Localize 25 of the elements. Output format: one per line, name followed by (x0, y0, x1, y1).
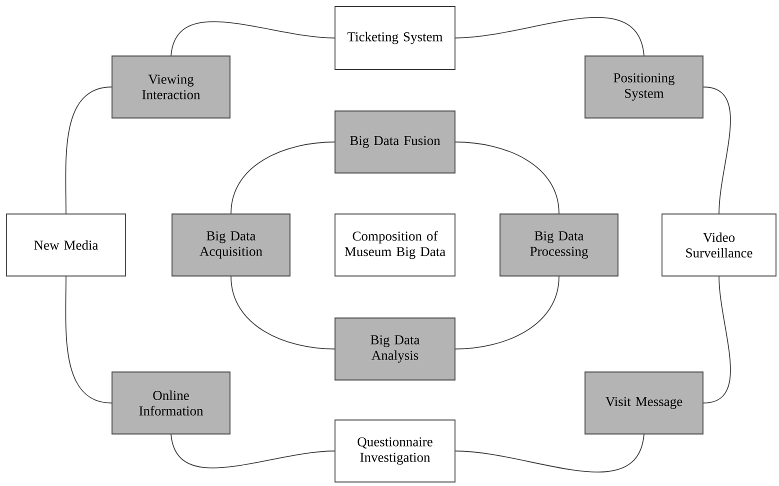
connector-line (455, 17, 644, 56)
connector-line (455, 276, 560, 350)
system-box: Video Surveillance (662, 214, 776, 276)
connector-line (230, 142, 335, 214)
system-box: Questionnaire Investigation (334, 420, 456, 482)
connector-line (455, 434, 644, 472)
module-box: Online Information (112, 372, 230, 434)
system-box: New Media (6, 214, 126, 276)
connector-line (65, 276, 112, 404)
module-box: Big Data Acquisition (172, 214, 290, 276)
connector-line (230, 276, 335, 350)
connector-line (455, 142, 560, 214)
connector-line (170, 434, 335, 468)
module-box: Big Data Fusion (334, 110, 456, 174)
module-box: Big Data Processing (500, 214, 618, 276)
system-box: Ticketing System (334, 6, 456, 70)
module-box: Viewing Interaction (112, 56, 230, 118)
center-box: Composition of Museum Big Data (334, 214, 456, 276)
module-box: Visit Message (584, 372, 704, 434)
connector-line (703, 86, 731, 214)
connector-line (65, 86, 112, 214)
connector-line (170, 21, 335, 56)
module-box: Positioning System (584, 56, 704, 118)
module-box: Big Data Analysis (334, 318, 456, 380)
connector-line (703, 276, 731, 404)
